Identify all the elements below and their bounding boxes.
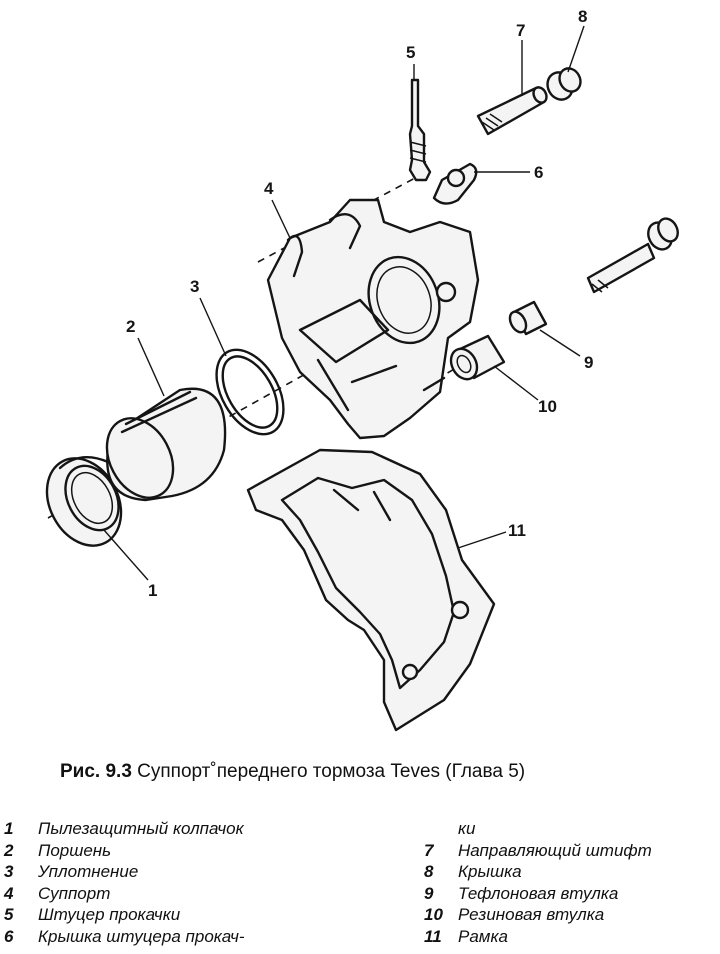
legend-item-number: 11 bbox=[424, 926, 442, 946]
callout-7: 7 bbox=[516, 21, 525, 40]
legend-item-text: Рамка bbox=[458, 926, 508, 946]
legend-item-number: 9 bbox=[424, 883, 434, 903]
leader-lines bbox=[103, 25, 585, 581]
legend-item: 9 Тефлоновая втулка bbox=[424, 883, 720, 905]
legend-continuation: ки bbox=[458, 819, 476, 838]
exploded-diagram: 1 2 3 4 5 6 7 8 9 10 11 bbox=[45, 7, 679, 732]
legend-item: 4 Суппорт bbox=[4, 883, 334, 905]
legend-item-number: 3 bbox=[4, 862, 14, 881]
legend-item: 8 Крышка bbox=[424, 861, 720, 883]
part-piston bbox=[105, 387, 227, 502]
legend-item-text: Крышка штуцера прокач- bbox=[38, 926, 245, 946]
part-rubber-bushing bbox=[449, 334, 506, 381]
legend-item-number: 2 bbox=[4, 840, 14, 860]
legend-item: 2 Поршень bbox=[4, 840, 334, 862]
callout-numbers: 1 2 3 4 5 6 7 8 9 10 11 bbox=[126, 7, 593, 600]
legend-item-text: Штуцер прокачки bbox=[38, 905, 181, 924]
callout-11: 11 bbox=[508, 521, 526, 540]
legend-item-text: Направляющий штифт bbox=[458, 840, 652, 860]
part-guide-pin-lower bbox=[586, 217, 679, 294]
legend-item-text: Крышка bbox=[458, 862, 522, 881]
part-dust-cap bbox=[45, 456, 123, 547]
part-seal bbox=[215, 348, 285, 436]
legend-item-number: 1 bbox=[4, 819, 14, 838]
part-teflon-bushing bbox=[508, 300, 548, 336]
legend-item: 7 Направляющий штифт bbox=[424, 840, 720, 862]
callout-2: 2 bbox=[126, 317, 135, 336]
figure-title: Суппорт˚переднего тормоза Teves (Глава 5… bbox=[137, 761, 526, 782]
part-frame bbox=[246, 448, 496, 732]
part-bleed-cap bbox=[432, 162, 478, 205]
legend-right-column: ки 7 Направляющий штифт 8 Крышка 9 Тефло… bbox=[424, 818, 720, 947]
callout-4: 4 bbox=[264, 179, 274, 198]
legend-item-number: 10 bbox=[424, 905, 443, 924]
legend-item-number: 8 bbox=[424, 862, 434, 881]
legend-item: 3 Уплотнение bbox=[4, 861, 334, 883]
callout-6: 6 bbox=[534, 163, 543, 182]
legend-item-text: Уплотнение bbox=[38, 862, 139, 881]
legend-item-number: 6 bbox=[4, 926, 14, 946]
legend-left-column: 1 Пылезащитный колпачок 2 Поршень 3 Упло… bbox=[4, 818, 334, 947]
callout-1: 1 bbox=[148, 581, 157, 600]
part-caliper bbox=[266, 198, 480, 440]
callout-10: 10 bbox=[538, 397, 557, 416]
figure-number: Рис. 9.3 bbox=[60, 761, 132, 782]
part-cover-cap-upper bbox=[546, 67, 582, 101]
legend-item-text: Тефлоновая втулка bbox=[458, 883, 619, 903]
legend-item: 6 Крышка штуцера прокач- bbox=[4, 926, 334, 948]
legend-item-number: 7 bbox=[424, 840, 434, 860]
legend-item-text: Поршень bbox=[38, 840, 112, 860]
callout-9: 9 bbox=[584, 353, 593, 372]
legend-item: 11 Рамка bbox=[424, 926, 720, 948]
legend-item-text: Резиновая втулка bbox=[458, 905, 605, 924]
legend-item-text: Суппорт bbox=[38, 883, 111, 903]
legend-item-text: Пылезащитный колпачок bbox=[38, 819, 244, 838]
legend-item: 1 Пылезащитный колпачок bbox=[4, 818, 334, 840]
part-guide-pin-upper bbox=[476, 86, 548, 136]
figure-caption: Рис. 9.3 Суппорт˚переднего тормоза Teves… bbox=[60, 760, 700, 784]
legend-item-number: 5 bbox=[4, 905, 14, 924]
part-bleed-nipple bbox=[408, 78, 432, 182]
legend-item-number: 4 bbox=[4, 883, 14, 903]
legend-item: 10 Резиновая втулка bbox=[424, 904, 720, 926]
callout-8: 8 bbox=[578, 7, 587, 26]
callout-5: 5 bbox=[406, 43, 415, 62]
callout-3: 3 bbox=[190, 277, 199, 296]
legend-item: 5 Штуцер прокачки bbox=[4, 904, 334, 926]
